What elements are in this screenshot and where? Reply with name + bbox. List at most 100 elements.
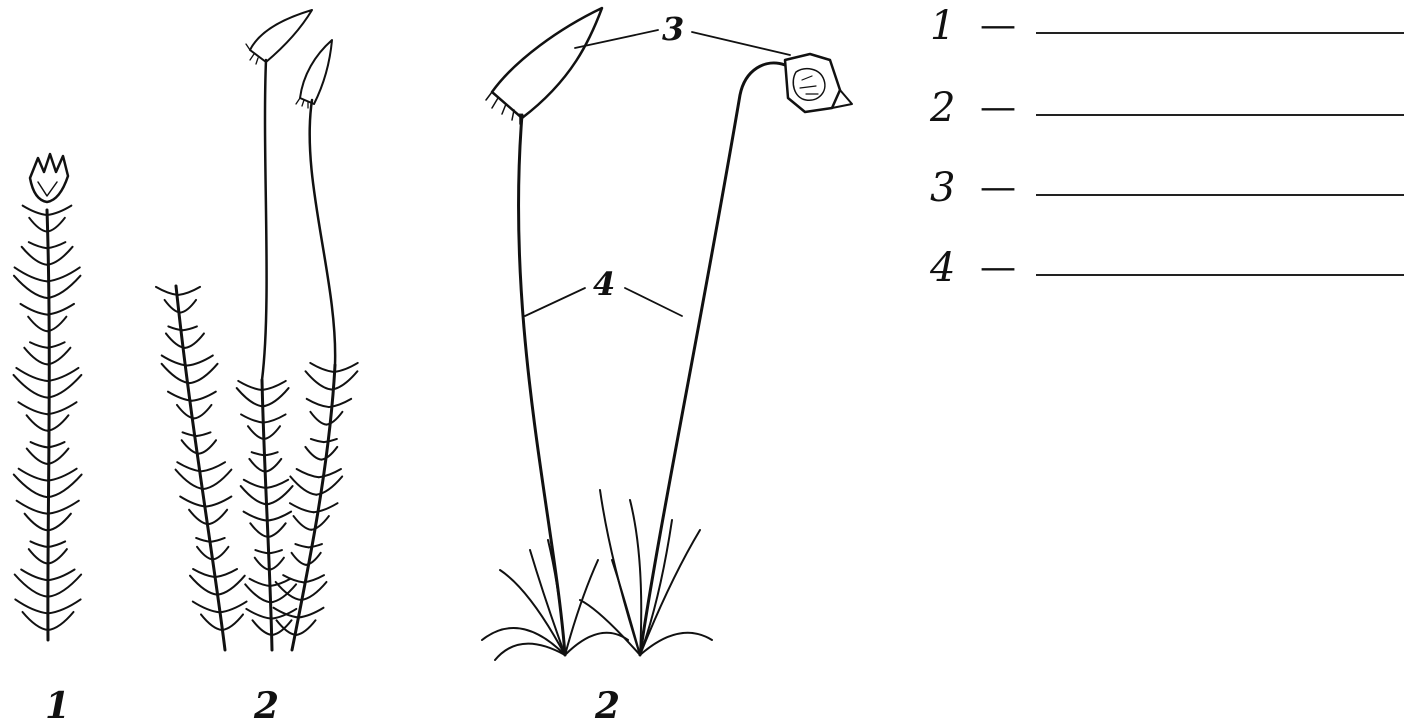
- answer-row-1: 1 —: [930, 6, 1400, 46]
- leaf: [565, 633, 628, 655]
- leaf: [199, 440, 216, 453]
- leaf: [630, 500, 641, 655]
- leaf: [250, 579, 270, 586]
- leaf: [310, 412, 326, 425]
- leaf: [21, 570, 48, 581]
- leaf: [47, 276, 80, 298]
- leaf: [244, 512, 268, 521]
- leaf: [206, 496, 232, 506]
- leaf: [640, 633, 712, 655]
- leaf: [264, 426, 280, 439]
- leaf: [48, 469, 77, 481]
- leaf: [194, 405, 211, 418]
- leaf: [271, 584, 296, 602]
- leaf: [268, 523, 286, 537]
- leaf: [48, 570, 75, 581]
- leaf: [25, 514, 48, 531]
- leaf: [47, 242, 65, 248]
- leaf: [245, 584, 270, 602]
- leaf: [269, 558, 284, 570]
- leaf: [23, 206, 47, 215]
- leaf: [15, 599, 48, 613]
- leaf: [500, 570, 565, 655]
- answer-blank-2[interactable]: [1036, 114, 1404, 116]
- specimen-label-2: 2: [253, 685, 279, 727]
- leaf: [262, 381, 286, 390]
- answer-blank-4[interactable]: [1036, 274, 1404, 276]
- specimen-label-2-enlarged: 2: [594, 685, 620, 727]
- answer-dash: —: [980, 168, 1016, 208]
- leaf: [334, 363, 358, 372]
- leaf: [244, 480, 266, 488]
- leaf: [47, 402, 76, 414]
- answer-row-4: 4 —: [930, 248, 1400, 288]
- answer-blank-3[interactable]: [1036, 194, 1404, 196]
- leaf: [238, 381, 262, 390]
- leaf: [267, 486, 293, 504]
- leaf: [294, 516, 312, 530]
- leaf: [265, 452, 278, 455]
- leaf: [30, 541, 47, 547]
- leaf: [48, 599, 81, 613]
- leaf: [47, 304, 74, 315]
- leaf: [48, 501, 79, 514]
- leaf: [203, 470, 231, 489]
- answer-blank-1[interactable]: [1036, 32, 1404, 34]
- callout-3: 3: [662, 10, 684, 48]
- leaf: [47, 348, 70, 365]
- leaf: [23, 612, 49, 630]
- leaf: [208, 510, 227, 524]
- seta: [262, 60, 267, 380]
- leaf: [17, 501, 48, 514]
- answer-dash: —: [980, 6, 1016, 46]
- sporophyte-enlarged: 3 4: [482, 8, 852, 660]
- leaf: [193, 602, 220, 613]
- leaf: [31, 442, 48, 447]
- answer-dash: —: [980, 88, 1016, 128]
- capsule-icon: [246, 10, 312, 64]
- leaf: [29, 549, 48, 563]
- leaf: [28, 317, 47, 332]
- seta-left: [519, 115, 565, 655]
- leaf: [255, 550, 268, 553]
- leaf: [190, 576, 217, 595]
- leaf: [180, 496, 206, 506]
- leaf: [217, 576, 244, 595]
- leaf: [178, 287, 200, 295]
- leaf: [16, 368, 47, 381]
- leaf: [222, 614, 243, 630]
- leaf: [319, 469, 341, 477]
- sporophyte-group-small: [156, 10, 358, 650]
- leaf: [266, 480, 288, 488]
- leaf: [297, 469, 319, 477]
- leaf: [290, 476, 316, 494]
- leaf: [22, 247, 47, 265]
- leaf: [29, 242, 47, 248]
- leaf: [48, 415, 69, 431]
- leaf: [48, 612, 74, 630]
- leaf: [15, 267, 48, 281]
- leaf: [237, 388, 263, 406]
- leaf: [14, 375, 48, 398]
- leaf: [48, 541, 65, 547]
- leaf: [20, 304, 47, 315]
- capsule-with-calyptra-icon: [486, 8, 602, 124]
- leaf: [18, 402, 47, 414]
- leaf: [180, 300, 196, 313]
- leaf: [27, 449, 48, 464]
- leaf: [47, 368, 78, 381]
- leaf: [27, 415, 48, 431]
- leaf: [269, 550, 282, 553]
- leaf: [295, 544, 308, 547]
- answer-number: 1: [930, 6, 955, 46]
- leaf: [292, 553, 307, 565]
- seta-right: [640, 63, 785, 655]
- shoot-leaves: [156, 287, 358, 635]
- leaf: [290, 503, 314, 512]
- leaf: [305, 447, 321, 460]
- leaf: [311, 439, 324, 442]
- rosette-icon: [30, 154, 68, 202]
- leaf: [248, 426, 264, 439]
- leaf: [250, 523, 268, 537]
- leaf: [48, 475, 82, 498]
